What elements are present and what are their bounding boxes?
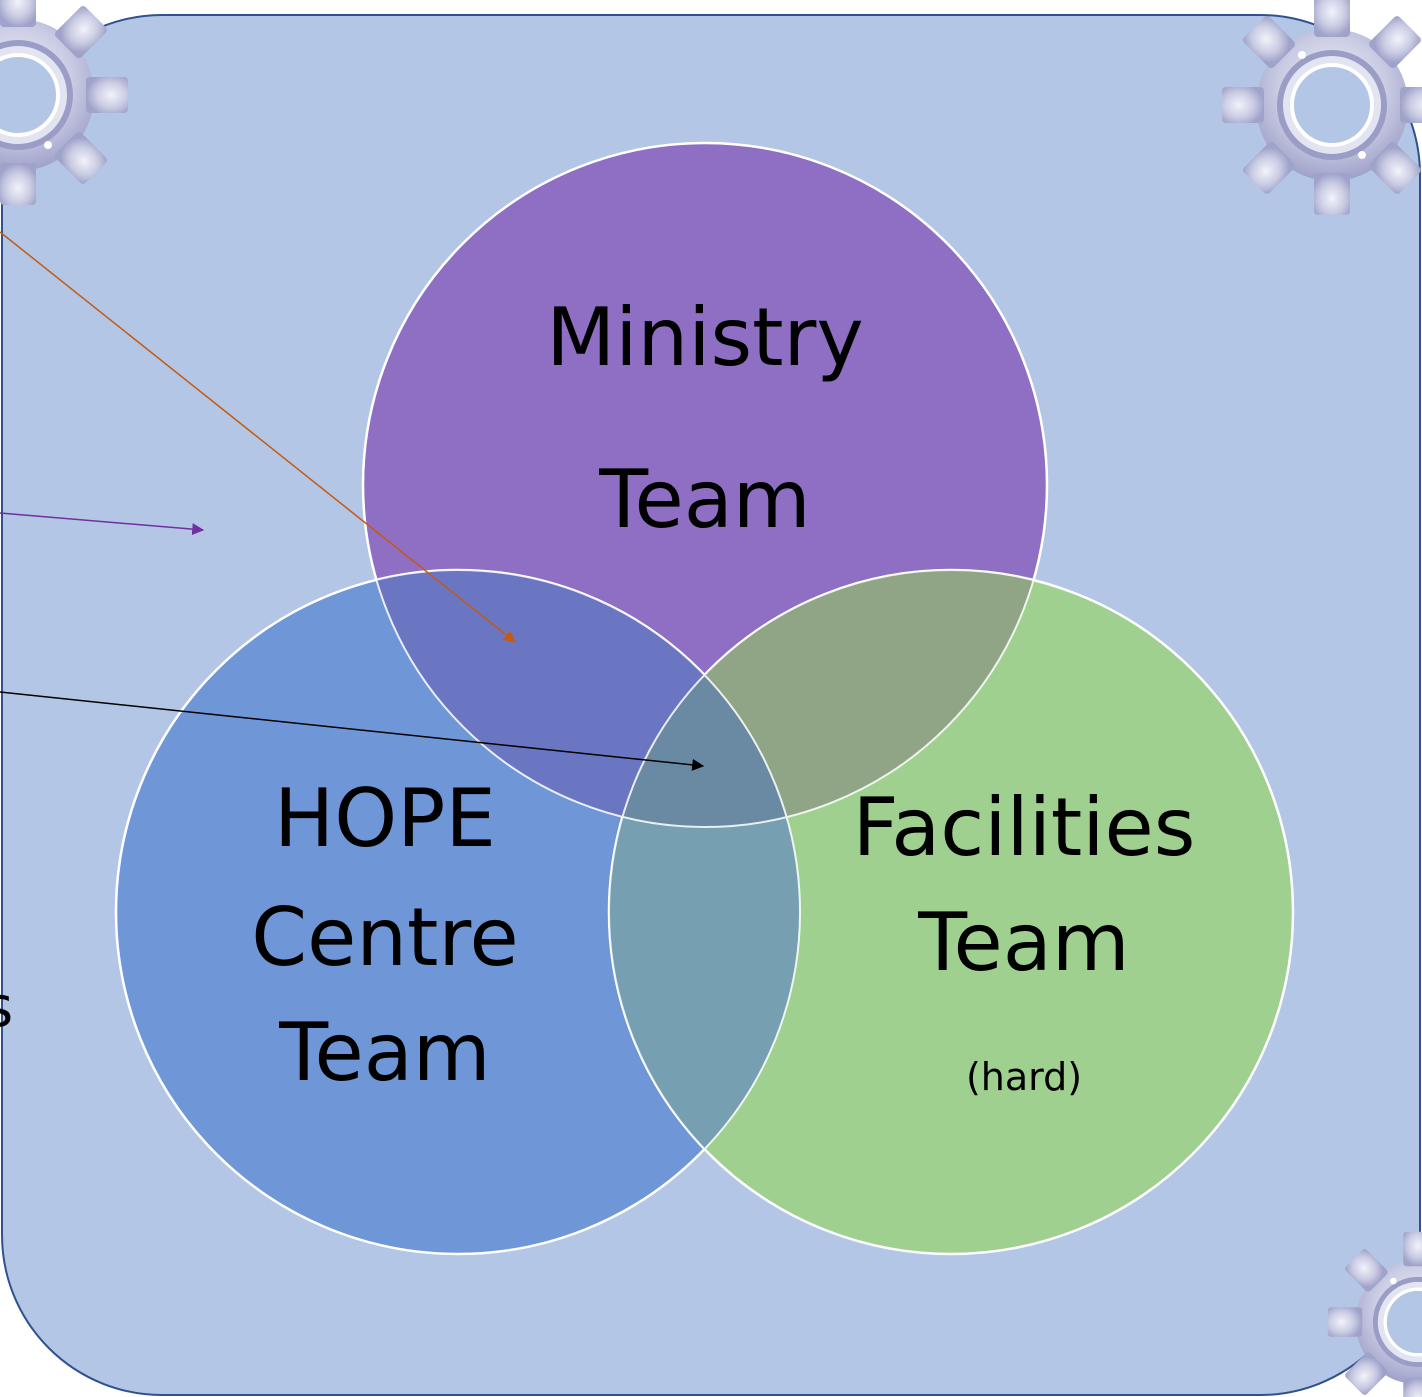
arrow-to-center-overlap [0,691,705,771]
arrow-to-ministry-hope-overlap [0,231,516,643]
facilities-label-line2: Team [917,896,1129,989]
ministry-facilities-overlap [609,570,1047,827]
edge-text-fragment: s [0,975,13,1040]
facilities-label-line1: Facilities [853,781,1196,874]
arrow-to-panel-background [0,512,205,536]
hope-label-line3: Team [278,1006,490,1099]
ministry-label-line2: Team [598,453,810,546]
ministry-hope-overlap [363,570,800,827]
hope-label-line2: Centre [251,891,519,984]
facilities-note: (hard) [966,1055,1082,1099]
ministry-label-line1: Ministry [546,291,863,384]
hope-label-line1: HOPE [274,772,496,865]
